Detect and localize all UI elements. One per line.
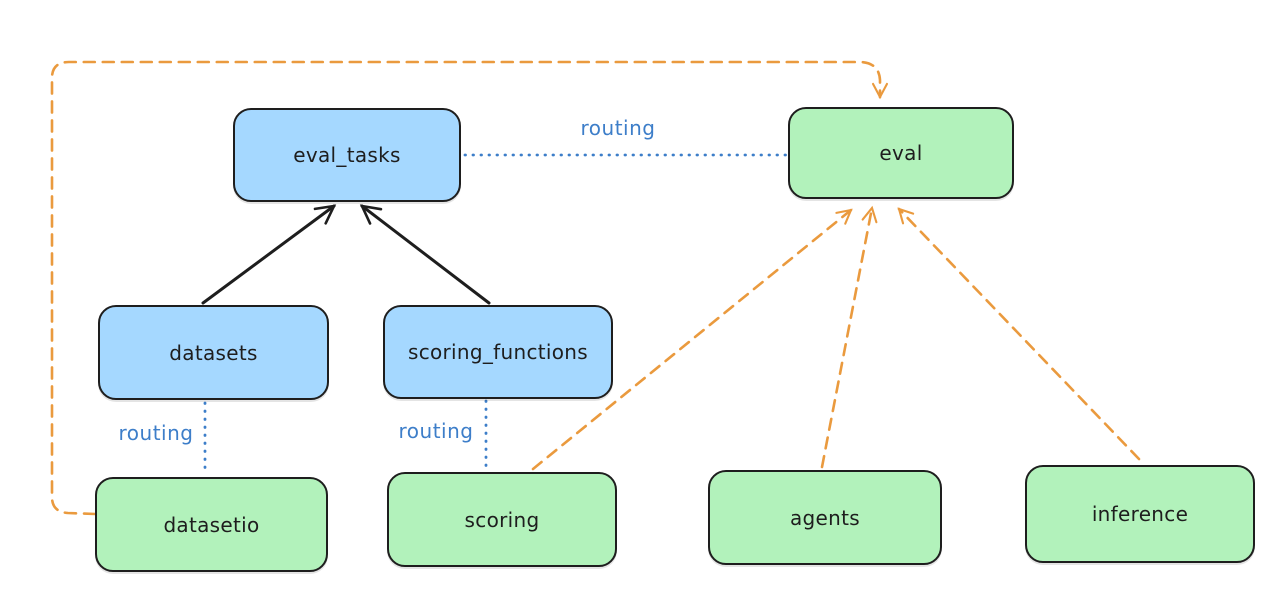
node-scoring-functions: scoring_functions [383,305,613,399]
node-datasetio-label: datasetio [163,512,260,537]
routing-label-datasets-datasetio: routing [118,421,194,445]
node-datasets: datasets [98,305,329,400]
node-eval-tasks: eval_tasks [233,108,461,202]
black-arrow-edges [201,204,491,305]
node-scoring: scoring [387,472,617,567]
edge-inference-to-eval [897,207,1141,461]
edge-datasetio-to-eval-loop [50,60,889,516]
node-datasetio: datasetio [95,477,328,572]
node-eval-label: eval [879,141,923,165]
edge-agents-to-eval [820,205,878,469]
edge-scoring-to-eval [531,208,853,471]
routing-dotted-edges [203,153,788,476]
node-eval: eval [788,107,1014,199]
node-scoring-functions-label: scoring_functions [407,340,589,364]
edge-scoring-functions-to-eval-tasks [359,204,491,305]
node-agents: agents [708,470,942,565]
node-inference-label: inference [1091,502,1189,526]
routing-label-eval-tasks-eval: routing [580,116,656,140]
node-scoring-label: scoring [464,507,540,532]
node-datasets-label: datasets [169,340,258,365]
node-eval-tasks-label: eval_tasks [293,143,401,167]
dependency-dashed-edges [50,60,1141,516]
edge-datasets-to-eval-tasks [201,204,337,305]
node-agents-label: agents [790,505,860,530]
routing-label-scoring-functions-scoring: routing [398,419,474,443]
node-inference: inference [1025,465,1255,563]
